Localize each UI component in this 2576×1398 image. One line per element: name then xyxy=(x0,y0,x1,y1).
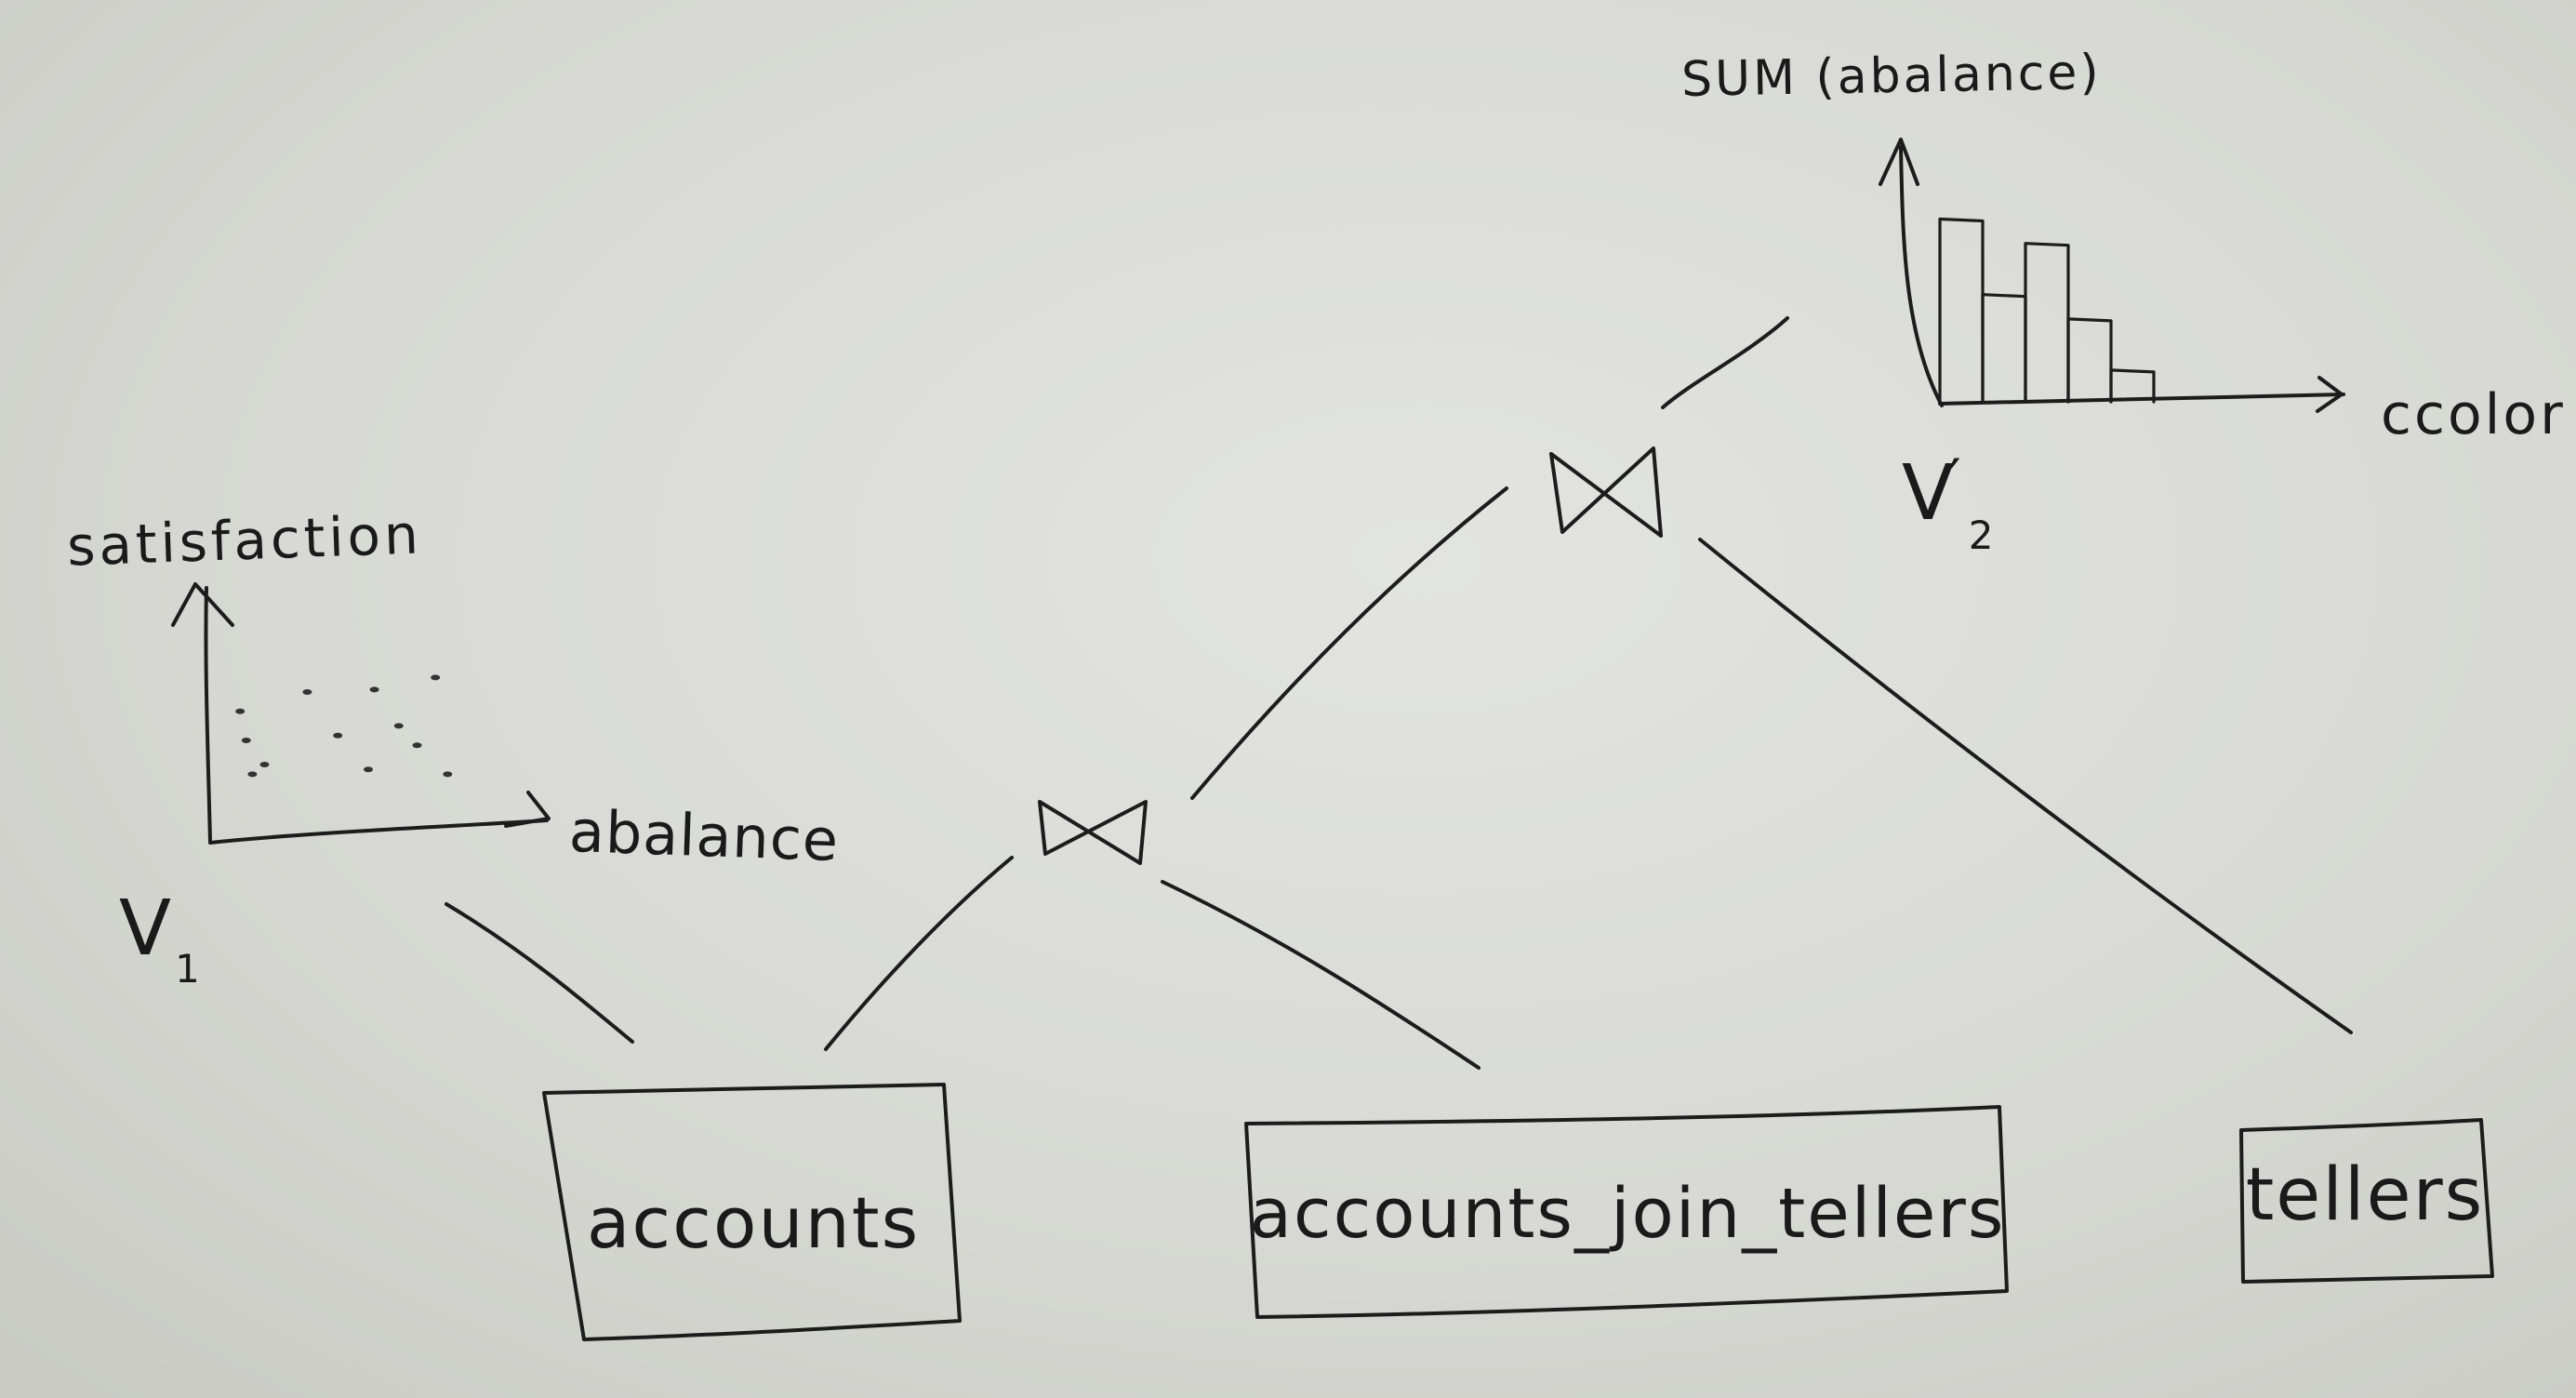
v1-scatter-point xyxy=(369,686,379,693)
v1-y-axis-label: satisfaction xyxy=(65,502,423,579)
table-box-accounts xyxy=(542,1083,962,1341)
v2-bar xyxy=(1981,293,2027,404)
v1-scatter-plot xyxy=(171,582,551,845)
v1-scatter-point xyxy=(259,762,270,767)
edge-join-lower-join-upper xyxy=(1190,486,1508,800)
v1-scatter-point xyxy=(431,674,441,681)
table-box-tellers xyxy=(2239,1118,2494,1284)
v1-scatter-points xyxy=(235,674,453,778)
v1-x-axis-label: abalance xyxy=(567,796,841,875)
v2-bar xyxy=(1938,217,1985,404)
v2-x-axis-label: ccolor xyxy=(2381,382,2566,447)
v2-y-axis xyxy=(1899,145,1944,407)
v2-view-prime: ′ xyxy=(1948,447,1961,513)
v1-scatter-point xyxy=(393,723,404,729)
v1-scatter-point xyxy=(333,732,343,739)
table-tellers: tellers xyxy=(2245,1153,2485,1237)
v2-bars xyxy=(1938,217,2156,404)
table-box-accounts-join-tellers xyxy=(1244,1105,2009,1319)
v2-view-name: V xyxy=(1902,449,1955,538)
table-accounts-join-tellers: accounts_join_tellers xyxy=(1249,1174,2006,1254)
v1-scatter-point xyxy=(247,771,258,778)
v1-y-axis-arrowhead xyxy=(171,582,234,627)
v1-view-name: V xyxy=(119,885,172,973)
v1-scatter-point xyxy=(235,708,246,714)
v1-scatter-point xyxy=(364,766,373,773)
v2-x-axis-arrowhead xyxy=(2316,376,2344,413)
v2-view-subscript: 2 xyxy=(1968,513,1994,558)
v1-y-axis xyxy=(204,586,212,844)
edge-join-upper-tellers xyxy=(1698,538,2353,1034)
v2-y-axis-arrowhead xyxy=(1879,138,1919,186)
v1-scatter-point xyxy=(443,771,453,778)
v1-scatter-point xyxy=(302,689,312,695)
v1-scatter-point xyxy=(412,742,422,749)
edge-accounts-join-lower xyxy=(824,856,1014,1051)
v2-y-axis-label: SUM (abalance) xyxy=(1680,45,2103,108)
join-operator-lower xyxy=(1038,800,1148,865)
v2-view-label: V′2 xyxy=(1902,452,1993,555)
v1-x-axis xyxy=(208,819,549,845)
table-accounts: accounts xyxy=(586,1181,921,1264)
v1-view-subscript: 1 xyxy=(175,946,200,992)
v1-x-axis-arrowhead xyxy=(504,791,551,828)
v2-bar-chart xyxy=(1879,138,2345,413)
v2-bar xyxy=(2109,368,2156,404)
edge-join-upper-v2 xyxy=(1661,316,1789,409)
edge-join-lower-accounts-join-tellers xyxy=(1161,880,1481,1070)
v1-view-label: V1 xyxy=(119,891,200,989)
v2-x-axis xyxy=(1938,393,2345,406)
join-operator-upper xyxy=(1549,446,1663,538)
v2-bar xyxy=(2066,317,2113,404)
v1-scatter-point xyxy=(241,738,251,743)
v2-bar xyxy=(2024,242,2070,404)
edge-v1-accounts xyxy=(445,902,634,1044)
